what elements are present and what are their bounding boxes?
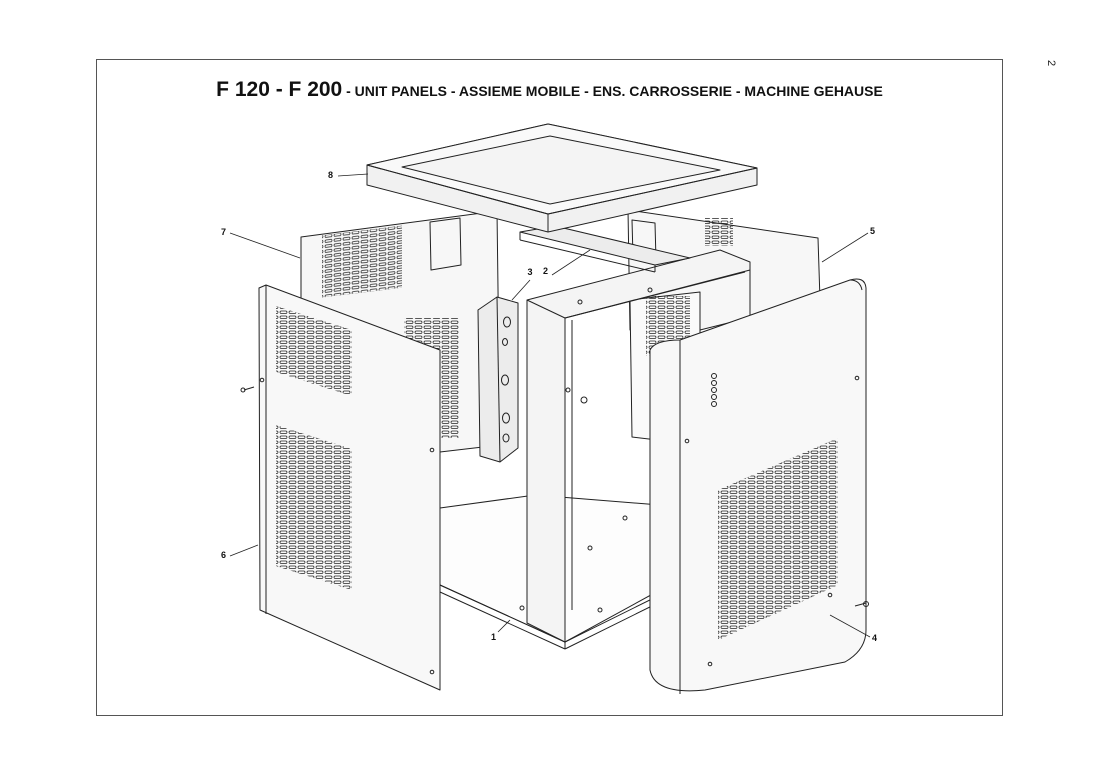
- callout-1: 1: [491, 632, 496, 642]
- front-left-panel: [240, 284, 441, 691]
- page-title: F 120 - F 200 - UNIT PANELS - ASSIEME MO…: [97, 78, 1002, 102]
- top-cover: [366, 123, 758, 233]
- title-model: F 120 - F 200: [216, 78, 343, 101]
- front-right-panel: [649, 278, 869, 694]
- callout-3: 3: [527, 267, 532, 277]
- title-description: - UNIT PANELS - ASSIEME MOBILE - ENS. CA…: [342, 83, 883, 99]
- callout-8: 8: [328, 170, 333, 180]
- vertical-bracket: [477, 296, 519, 463]
- callout-5: 5: [870, 226, 875, 236]
- front-frame: [526, 249, 751, 643]
- callout-7: 7: [221, 227, 226, 237]
- callout-2: 2: [543, 266, 548, 276]
- callout-4: 4: [872, 633, 877, 643]
- callout-leaders: [229, 173, 871, 638]
- callout-6: 6: [221, 550, 226, 560]
- drawing-frame: F 120 - F 200 - UNIT PANELS - ASSIEME MO…: [96, 59, 1003, 716]
